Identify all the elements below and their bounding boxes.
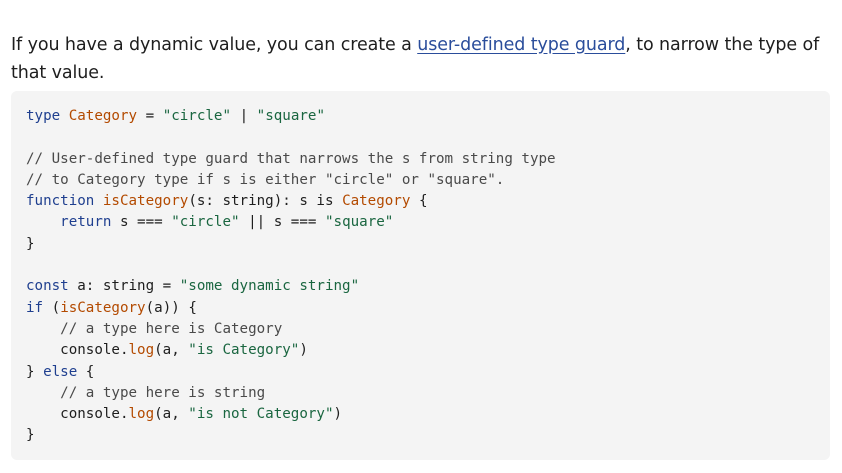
comment-token: // to Category type if s is either "circ…: [26, 171, 505, 188]
code-token: (: [43, 299, 61, 316]
code-line: // to Category type if s is either "circ…: [26, 172, 504, 188]
keyword-token: const: [26, 278, 69, 295]
intro-paragraph: If you have a dynamic value, you can cre…: [11, 31, 831, 87]
code-line: console.log(a, "is Category"): [26, 342, 308, 358]
code-listing: type Category = "circle" | "square" // U…: [26, 106, 556, 447]
type-token: Category: [68, 108, 138, 124]
code-token: {: [77, 363, 95, 380]
function-name-token: isCategory: [60, 299, 146, 316]
code-line: const a: string = "some dynamic string": [26, 278, 359, 294]
code-token: console.: [26, 342, 129, 359]
code-line: console.log(a, "is not Category"): [26, 406, 342, 422]
intro-text-before: If you have a dynamic value, you can cre…: [11, 34, 418, 55]
type-token: Category: [342, 193, 411, 210]
code-token: a: string =: [68, 278, 180, 295]
string-token: "is not Category": [188, 406, 334, 423]
comment-token: // User-defined type guard that narrows …: [26, 150, 556, 167]
code-line: function isCategory(s: string): s is Cat…: [26, 193, 428, 209]
code-line: // a type here is Category: [26, 321, 282, 337]
keyword-token: if: [26, 299, 44, 316]
code-line: type Category = "circle" | "square": [26, 108, 325, 124]
code-token: || s ===: [239, 214, 325, 231]
code-token: [26, 214, 60, 230]
string-token: "circle": [162, 108, 232, 124]
code-block: type Category = "circle" | "square" // U…: [11, 91, 830, 460]
code-line: // User-defined type guard that narrows …: [26, 151, 556, 167]
code-token: }: [26, 427, 35, 444]
code-token: (a)) {: [145, 299, 197, 316]
string-token: "square": [256, 108, 325, 124]
keyword-token: return: [60, 214, 112, 231]
comment-token: // a type here is string: [26, 384, 266, 401]
code-line: }: [26, 427, 35, 443]
code-line: if (isCategory(a)) {: [26, 300, 197, 316]
code-token: ): [299, 342, 308, 359]
code-token: [60, 108, 69, 124]
function-name-token: isCategory: [102, 193, 189, 210]
user-defined-type-guard-link[interactable]: user-defined type guard: [417, 34, 626, 55]
comment-token: // a type here is Category: [26, 320, 283, 337]
string-token: "is Category": [188, 342, 300, 359]
code-token: (a,: [154, 406, 189, 423]
string-token: "some dynamic string": [179, 278, 360, 295]
code-token: |: [231, 108, 257, 124]
code-token: s ===: [111, 214, 172, 231]
code-token: =: [137, 108, 163, 124]
code-line: }: [26, 236, 35, 252]
code-token: ): [333, 406, 343, 423]
code-token: console.: [26, 406, 129, 423]
code-token: (s: string): s is: [188, 193, 343, 210]
keyword-token: function: [26, 193, 95, 210]
code-token: (a,: [154, 342, 189, 359]
keyword-token: type: [26, 108, 61, 124]
code-line: return s === "circle" || s === "square": [26, 214, 393, 230]
code-token: }: [26, 363, 44, 380]
intro-text-after: , to narrow the type of that value.: [11, 34, 820, 83]
keyword-token: else: [43, 363, 78, 380]
string-token: "square": [324, 214, 394, 231]
method-token: log: [128, 406, 155, 423]
string-token: "circle": [171, 214, 240, 231]
code-line: } else {: [26, 364, 94, 380]
code-token: [94, 193, 103, 209]
method-token: log: [128, 342, 155, 359]
code-token: }: [26, 235, 35, 252]
code-line: // a type here is string: [26, 385, 265, 401]
code-token: {: [410, 193, 428, 210]
